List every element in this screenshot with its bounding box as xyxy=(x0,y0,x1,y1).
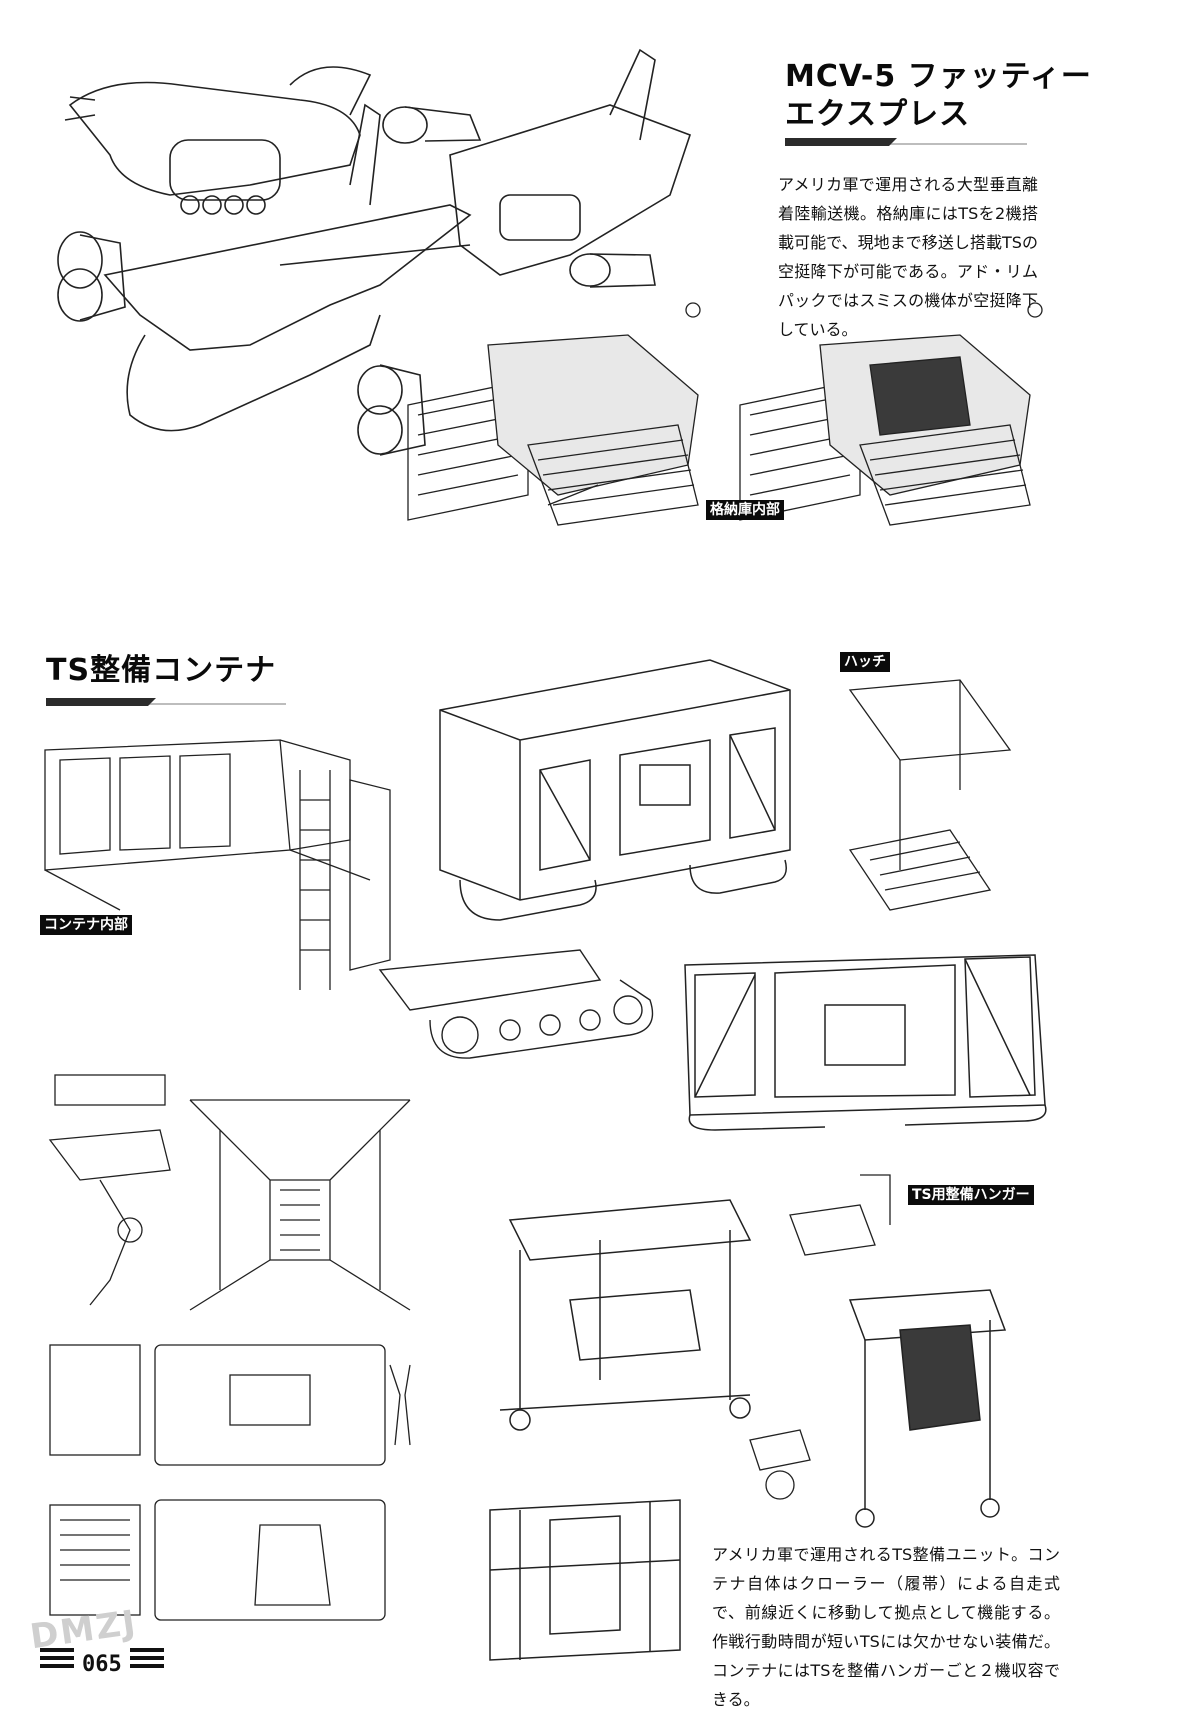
maintenance-hanger-label: TS用整備ハンガー xyxy=(908,1185,1034,1205)
container-iso-drawing xyxy=(430,650,810,940)
hangar-interior-drawing-loaded xyxy=(730,295,1060,535)
mcv-description: アメリカ軍で運用される大型垂直離着陸輸送機。格納庫にはTSを2機搭載可能で、現地… xyxy=(778,175,1038,339)
wheel-detail-drawing xyxy=(740,1420,820,1510)
page-number-stripes-right xyxy=(130,1648,164,1678)
maintenance-hanger-frame-drawing xyxy=(490,1180,770,1440)
ladder-detail-drawing xyxy=(270,760,400,1000)
hanger-front-drawing xyxy=(480,1480,690,1670)
crawler-detail-drawing xyxy=(370,940,670,1070)
hangar-interior-drawing-empty xyxy=(398,295,728,535)
mcv-title: MCV-5 ファッティー エクスプレス xyxy=(785,58,1092,134)
ts-container-title-rule xyxy=(46,698,286,706)
hanger-bracket-drawing xyxy=(780,1165,900,1285)
container-interior-label: コンテナ内部 xyxy=(40,915,132,935)
hatch-label: ハッチ xyxy=(840,652,890,672)
ts-container-title: TS整備コンテナ xyxy=(46,653,277,688)
mcv-title-rule xyxy=(785,138,1027,146)
page-number: 065 xyxy=(82,1652,122,1677)
mcv-title-line1: MCV-5 ファッティー xyxy=(785,59,1092,94)
page-number-stripes-left xyxy=(40,1648,74,1678)
hanger-loaded-drawing xyxy=(840,1270,1020,1540)
aircraft-overview-drawing xyxy=(50,45,740,465)
hangar-interior-label: 格納庫内部 xyxy=(706,500,784,520)
mcv-title-line2: エクスプレス xyxy=(785,97,971,132)
container-orthographic-drawing xyxy=(40,1335,420,1645)
container-corridor-drawing xyxy=(180,1090,420,1320)
container-side-drawing xyxy=(675,945,1055,1145)
ts-container-description: アメリカ軍で運用されるTS整備ユニット。コンテナ自体はクローラー（履帯）による自… xyxy=(712,1545,1060,1709)
hatch-drawing xyxy=(840,670,1030,920)
robot-arm-drawing xyxy=(40,1060,190,1320)
